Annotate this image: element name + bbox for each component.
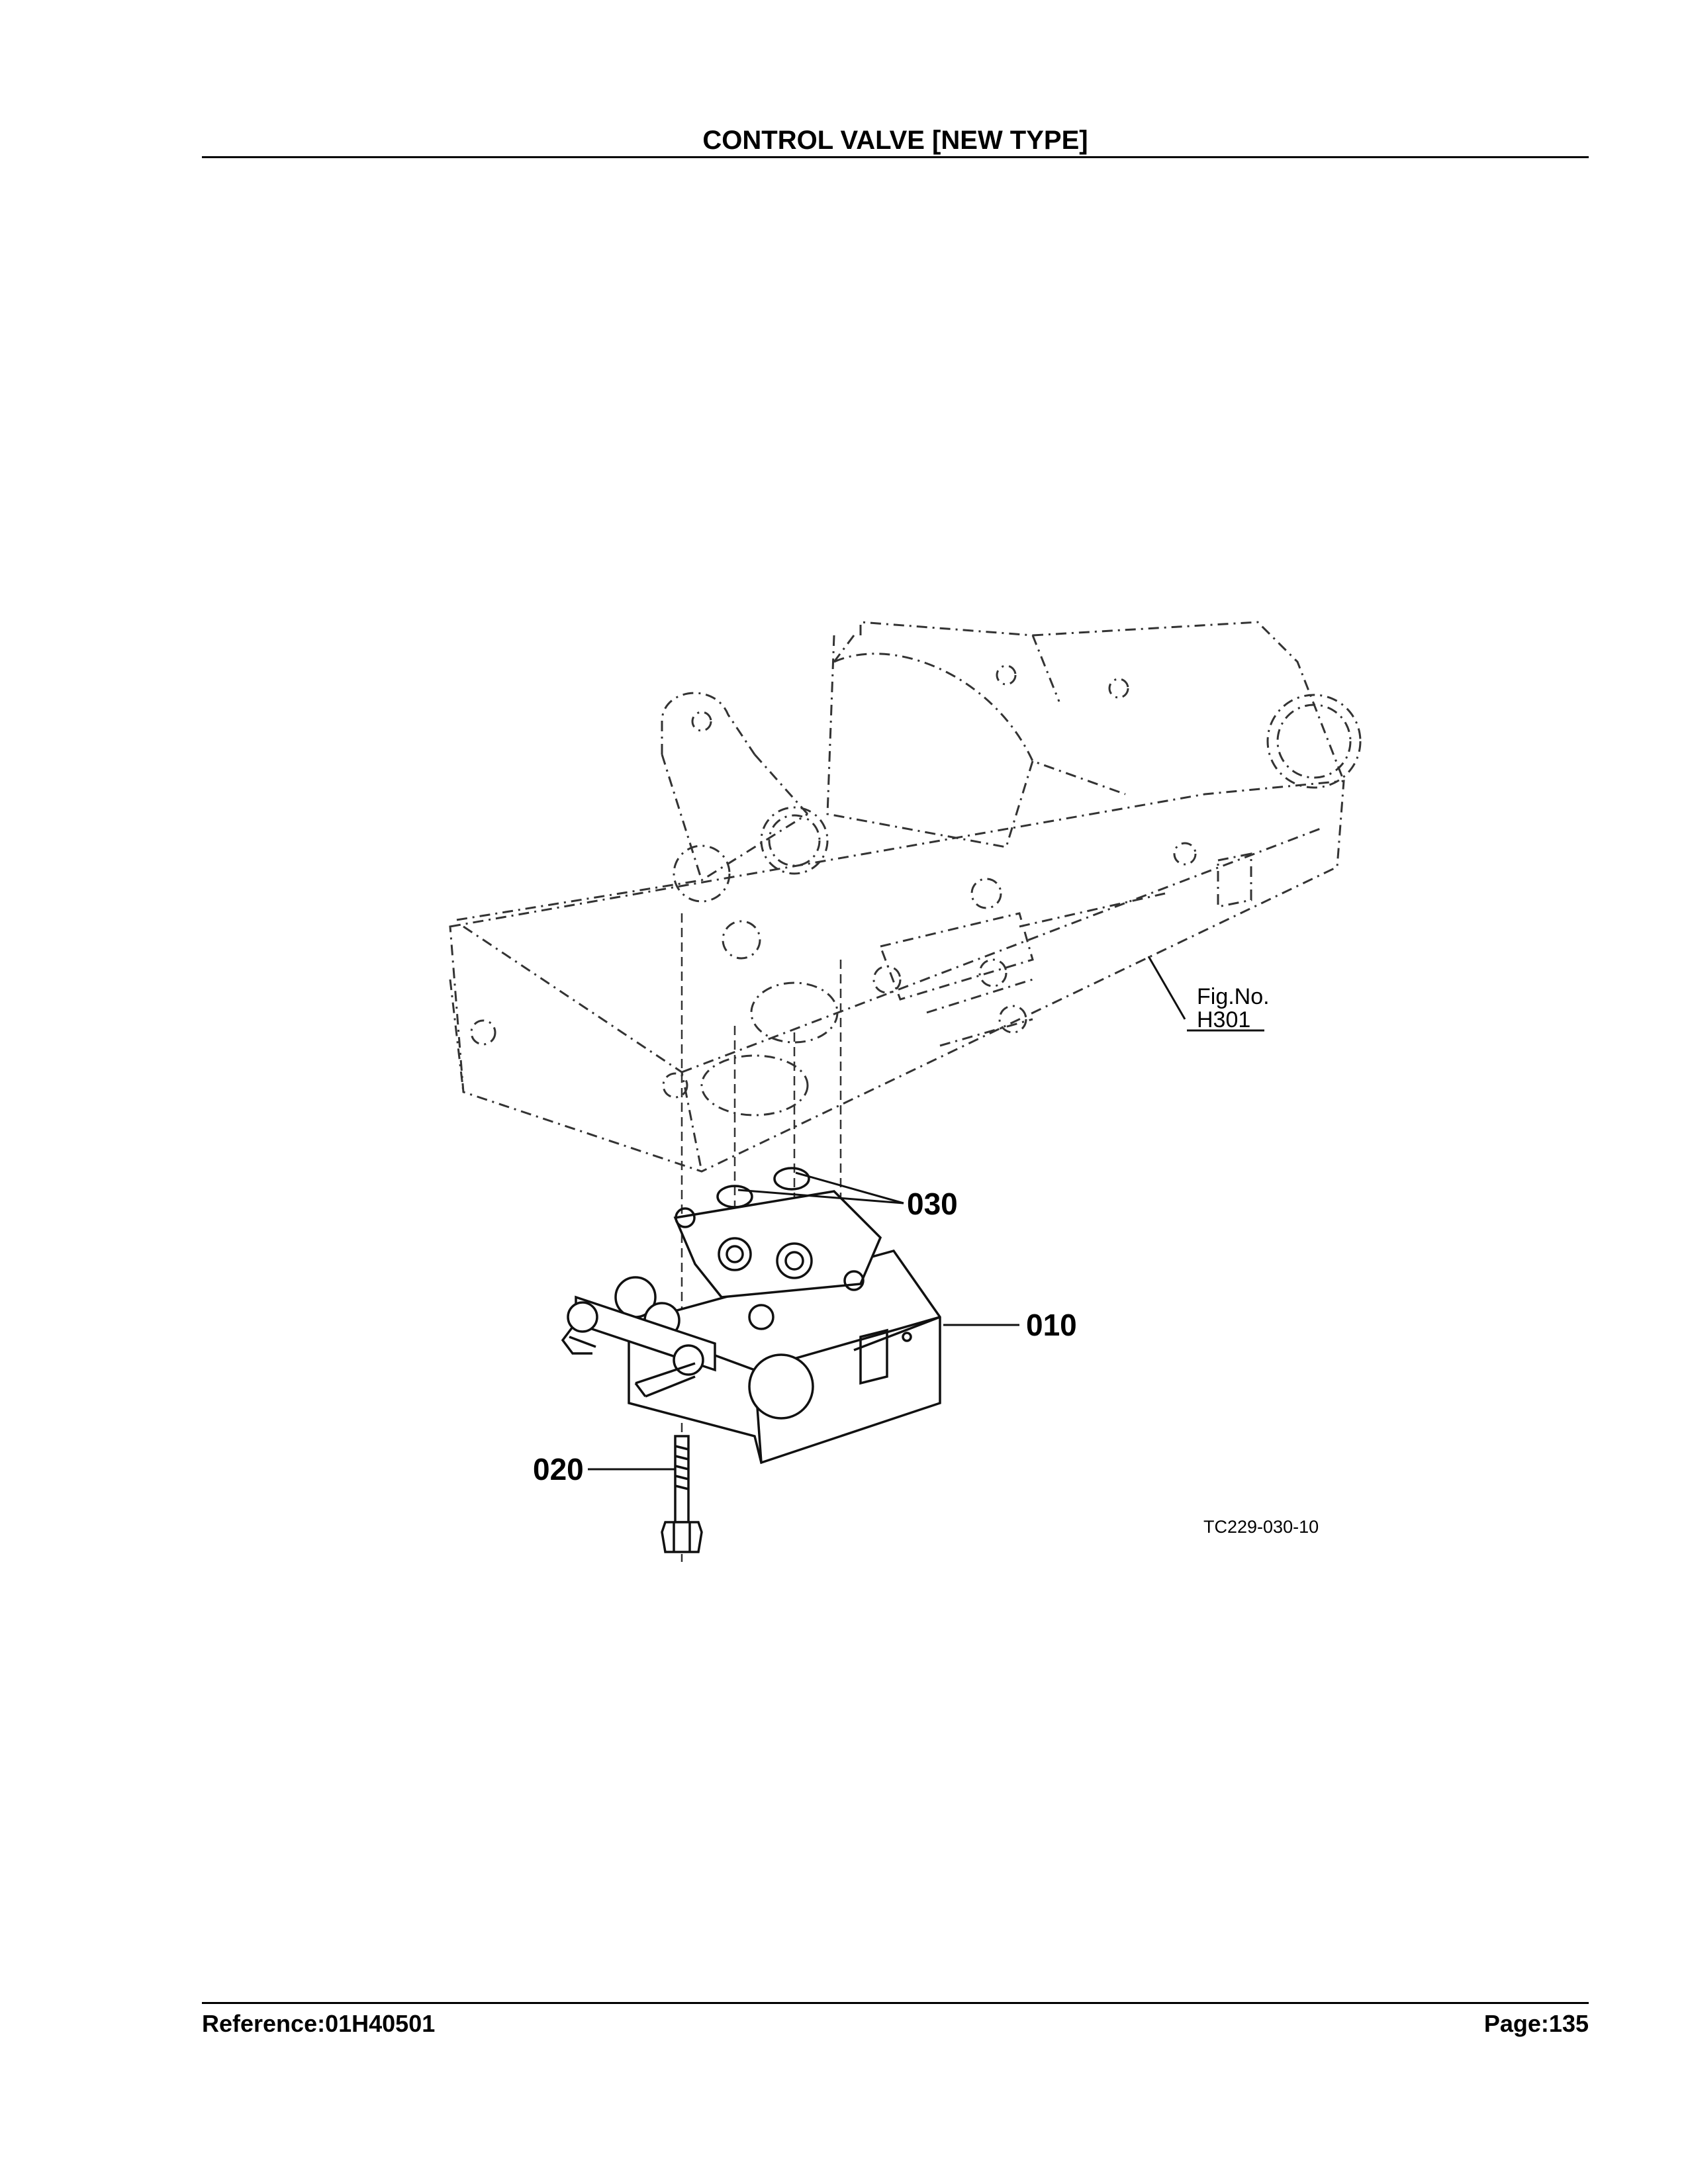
header-rule [202,156,1589,158]
valve-linkage [561,1295,716,1398]
callout-020: 020 [533,1452,584,1486]
leader-lines [588,956,1264,1471]
bolt-020 [661,1435,703,1553]
page-title: CONTROL VALVE [NEW TYPE] [702,126,1088,155]
image-code: TC229-030-10 [1203,1517,1319,1537]
fig-ref-number: H301 [1197,1007,1250,1032]
hydraulic-housing-phantom [449,621,1362,1173]
callout-030: 030 [907,1187,958,1221]
footer-rule [202,2002,1589,2004]
footer-reference: Reference:01H40501 [202,2010,436,2037]
callout-010: 010 [1026,1308,1077,1342]
fig-ref-label: Fig.No. [1197,984,1270,1009]
footer-page-number: Page:135 [1483,2010,1589,2037]
control-valve-010 [614,1190,941,1465]
